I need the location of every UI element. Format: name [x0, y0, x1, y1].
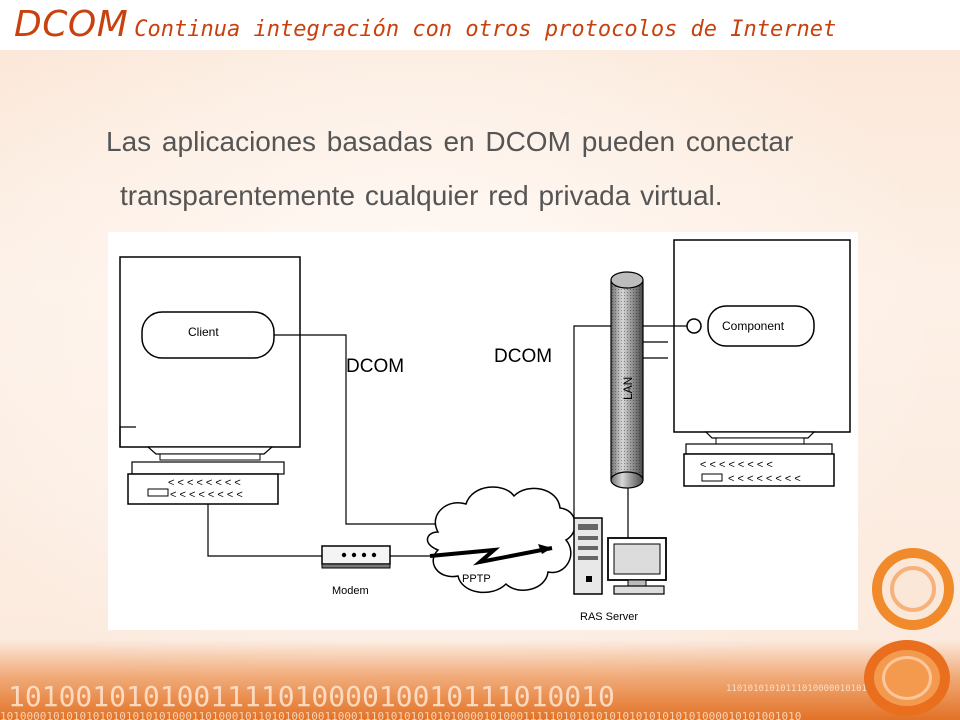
client-keyboard-row-1: < < < < < < < < [168, 477, 241, 489]
component-keyboard-row-2: < < < < < < < < [728, 473, 801, 485]
client-label: Client [188, 325, 219, 339]
lan-cylinder: LAN [610, 271, 644, 489]
modem-icon: Modem [321, 545, 391, 597]
component-label: Component [722, 319, 785, 333]
decorative-ring-bottom [864, 640, 950, 716]
ras-server-label: RAS Server [580, 611, 638, 623]
dcom-network-diagram: < < < < < < < < < < < < < < < < Client <… [108, 232, 858, 630]
dcom-label-left: DCOM [346, 356, 404, 377]
lan-label: LAN [621, 377, 635, 400]
decorative-binary-right: 1101010101011101000001010101010100 [726, 684, 911, 694]
body-line-2: transparentemente cualquier red privada … [120, 180, 723, 211]
decorative-binary-large: 101001010100111101000010010111010010 [8, 680, 615, 713]
component-keyboard-row-1: < < < < < < < < [700, 459, 773, 471]
pptp-label: PPTP [462, 573, 491, 585]
decorative-ring-top-inner [890, 566, 936, 612]
decorative-bottom-band [0, 640, 960, 720]
decorative-binary-small: 1010000101010101010101010100011010001011… [0, 710, 802, 720]
client-computer: < < < < < < < < < < < < < < < < Client [119, 256, 301, 505]
body-line-1: Las aplicaciones basadas en DCOM pueden … [106, 126, 794, 157]
component-computer: < < < < < < < < < < < < < < < < Componen… [673, 239, 851, 487]
modem-label: Modem [332, 585, 369, 597]
component-box [707, 305, 815, 347]
diagram-svg: < < < < < < < < < < < < < < < < Client <… [119, 239, 851, 623]
title-subtitle: Continua integración con otros protocolo… [134, 17, 837, 42]
client-keyboard-row-2: < < < < < < < < [170, 489, 243, 501]
pptp-cloud: PPTP [426, 486, 576, 594]
interface-lollipop [686, 318, 702, 334]
ras-server-icon: RAS Server [573, 517, 667, 623]
dcom-label-right: DCOM [494, 346, 552, 367]
title-main: DCOM [14, 4, 129, 45]
decorative-ring-bottom-inner [882, 656, 932, 700]
